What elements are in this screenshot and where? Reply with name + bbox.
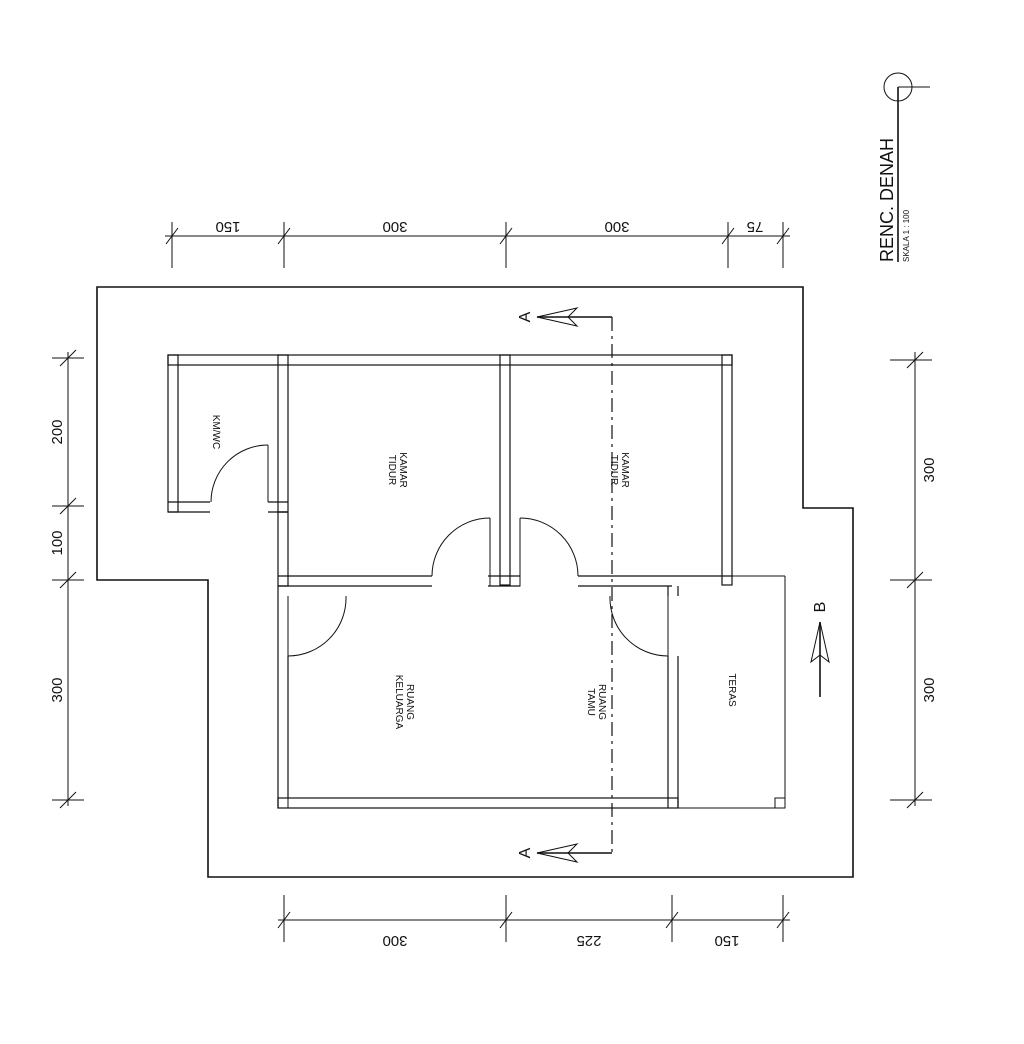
- plan-title: RENC. DENAH: [877, 138, 897, 262]
- room-label-keluarga-line-2: KELUARGA: [393, 675, 404, 730]
- dim-left-3: 300: [49, 677, 66, 702]
- section-a-label-top: A: [517, 311, 534, 322]
- title-block: [883, 72, 930, 262]
- dim-right-1: 300: [921, 457, 938, 482]
- room-label-teras: TERAS: [726, 673, 737, 707]
- room-label-kamar-1-line-1: KAMAR: [397, 452, 408, 488]
- dim-top-3: 300: [604, 218, 629, 235]
- dim-right-2: 300: [921, 677, 938, 702]
- dim-left-1: 200: [49, 419, 66, 444]
- room-label-kamar-1-line-2: TIDUR: [386, 455, 397, 486]
- room-label-kamar-2-line-2: TIDUR: [608, 455, 619, 486]
- dim-left-2: 100: [49, 530, 66, 555]
- room-label-kmwc: KM/WC: [210, 415, 221, 449]
- dim-top-4: 75: [747, 218, 764, 235]
- room-label-tamu-line-1: RUANG: [596, 684, 607, 720]
- section-b-marker: [810, 621, 830, 697]
- dim-bottom-3: 150: [714, 932, 739, 949]
- room-label-tamu-line-2: TAMU: [585, 688, 596, 716]
- dim-bottom-2: 225: [576, 932, 601, 949]
- section-a-line: [536, 307, 613, 863]
- site-outline: [96, 286, 854, 878]
- room-label-keluarga-line-1: RUANG: [404, 684, 415, 720]
- dimension-lines: [52, 222, 932, 942]
- section-a-label-bottom: A: [517, 847, 534, 858]
- dim-top-1: 150: [215, 218, 240, 235]
- room-label-kamar-2-line-1: KAMAR: [619, 452, 630, 488]
- doors: [210, 444, 669, 657]
- dim-bottom-1: 300: [382, 932, 407, 949]
- plan-scale: SKALA 1 : 100: [902, 209, 911, 262]
- section-b-label: B: [812, 602, 829, 613]
- dim-top-2: 300: [382, 218, 407, 235]
- building-walls: [167, 354, 786, 809]
